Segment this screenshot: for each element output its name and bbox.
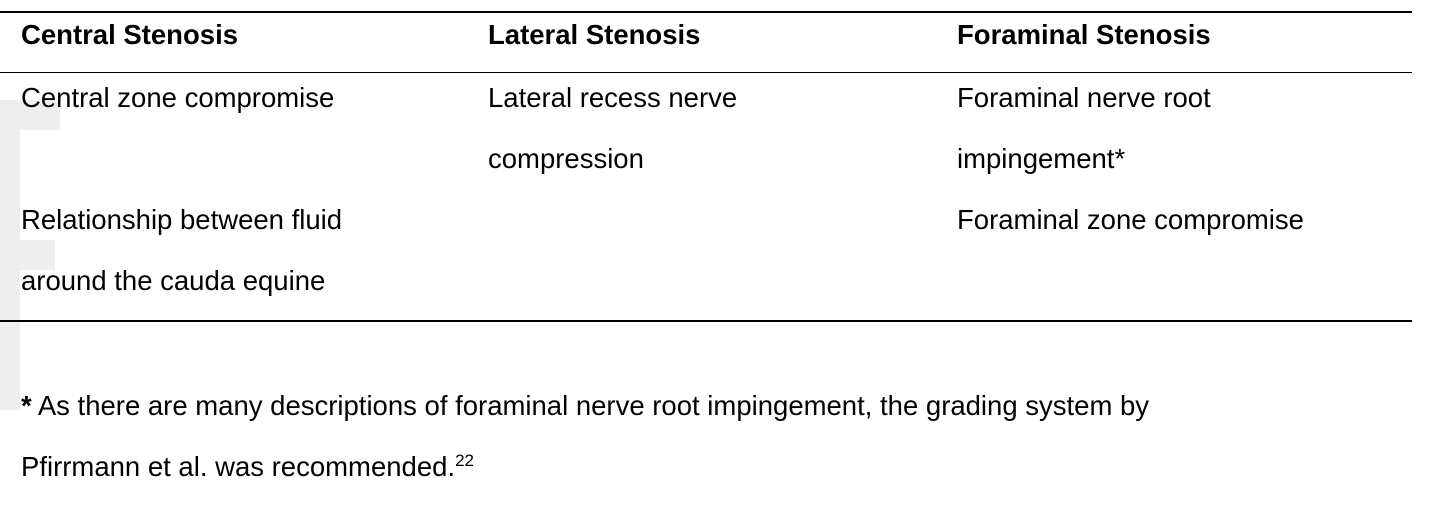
table-cell-central-row1: Central zone compromise [21, 67, 334, 128]
cell-line: compression [488, 143, 644, 174]
cell-line: around the cauda equine [21, 265, 326, 296]
cell-line: Lateral recess nerve [488, 82, 738, 113]
footnote-reference: 22 [455, 450, 474, 470]
header-lateral-stenosis: Lateral Stenosis [488, 19, 701, 50]
table-cell-foraminal-row1: Foraminal nerve root impingement* [957, 67, 1211, 189]
cell-line: Foraminal zone compromise [957, 204, 1304, 235]
cell-line: Relationship between fluid [21, 204, 343, 235]
footnote-line-1: * As there are many descriptions of fora… [21, 375, 1149, 436]
table-cell-foraminal-row2: Foraminal zone compromise [957, 189, 1304, 250]
table-bottom-rule [0, 320, 1412, 322]
table-cell-lateral-row1: Lateral recess nerve compression [488, 67, 737, 189]
footnote-text-2: Pfirrmann et al. was recommended. [21, 451, 456, 482]
cell-line: Central zone compromise [21, 82, 335, 113]
header-foraminal-stenosis: Foraminal Stenosis [957, 19, 1211, 50]
table-header-rule [0, 72, 1412, 73]
table-footnote: * As there are many descriptions of fora… [21, 375, 1149, 497]
header-central-stenosis: Central Stenosis [21, 19, 239, 50]
cell-line: impingement* [957, 143, 1126, 174]
footnote-marker: * [21, 390, 32, 421]
table-cell-central-row2: Relationship between fluid around the ca… [21, 189, 342, 311]
footnote-line-2: Pfirrmann et al. was recommended.22 [21, 436, 1149, 497]
cell-line: Foraminal nerve root [957, 82, 1211, 113]
table-top-rule [0, 11, 1412, 13]
footnote-text-1: As there are many descriptions of forami… [31, 390, 1150, 421]
